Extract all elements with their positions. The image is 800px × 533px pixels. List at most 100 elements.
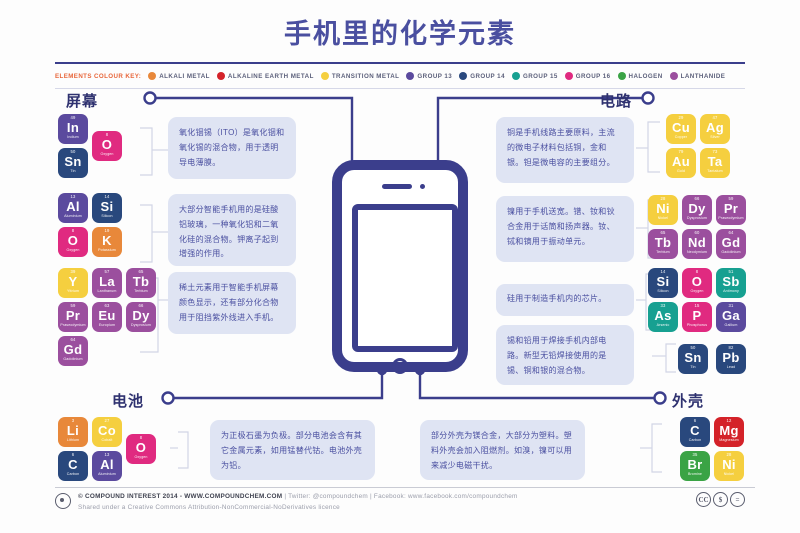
element-tile-p: 15 P Phosphorus — [682, 302, 712, 332]
footer-line-1: © COMPOUND INTEREST 2014 - WWW.COMPOUNDC… — [78, 492, 518, 503]
element-name: Lanthanum — [97, 288, 117, 293]
element-name: Gadolinium — [721, 249, 741, 254]
footer-social[interactable]: | Twitter: @compoundchem | Facebook: www… — [284, 493, 518, 500]
element-name: Yttrium — [66, 288, 80, 293]
key-dot-icon — [216, 72, 225, 80]
element-number: 8 — [139, 435, 143, 440]
footer-text: © COMPOUND INTEREST 2014 - WWW.COMPOUNDC… — [78, 492, 518, 513]
element-number: 14 — [660, 269, 666, 274]
footer-copyright[interactable]: © COMPOUND INTEREST 2014 - WWW.COMPOUNDC… — [78, 493, 283, 500]
element-name: Copper — [674, 134, 688, 139]
element-tile-gd-speaker: 64 Gd Gadolinium — [716, 229, 746, 259]
element-symbol: Gd — [63, 342, 83, 358]
phone-illustration — [332, 160, 468, 374]
element-number: 39 — [70, 269, 76, 274]
bubble-circuit-wiring: 铜是手机线路主要原料，主流的微电子材料包括铜，金和银。钽是微电容的主要组分。 — [496, 117, 634, 183]
element-number: 19 — [104, 228, 110, 233]
footer: © COMPOUND INTEREST 2014 - WWW.COMPOUNDC… — [55, 492, 755, 513]
key-dot-icon — [459, 72, 468, 80]
element-name: Silicon — [101, 213, 113, 218]
element-symbol: Sb — [722, 274, 740, 290]
element-number: 12 — [726, 418, 732, 423]
element-number: 13 — [104, 452, 110, 457]
element-name: Aluminium — [64, 213, 82, 218]
key-item-label: TRANSITION METAL — [331, 72, 400, 80]
element-name: Phosphorus — [686, 322, 708, 327]
element-tile-in: 49 In Indium — [58, 114, 88, 144]
element-tile-tb-screen: 65 Tb Terbium — [126, 268, 156, 298]
element-symbol: Nd — [688, 235, 706, 251]
element-tile-al-glass: 13 Al Aluminium — [58, 193, 88, 223]
element-symbol: Br — [687, 457, 703, 473]
element-name: Neodymium — [686, 249, 708, 254]
cc-badge-icon: CC — [696, 492, 711, 507]
element-symbol: Tb — [132, 274, 150, 290]
phone-screen — [352, 204, 458, 352]
key-item-group-13: GROUP 13 — [406, 72, 452, 80]
element-tile-pr-speaker: 59 Pr Praseodymium — [716, 195, 746, 225]
element-number: 65 — [138, 269, 144, 274]
element-number: 27 — [104, 418, 110, 423]
element-name: Dysprosium — [687, 215, 707, 220]
element-name: Bromine — [687, 471, 703, 476]
element-number: 6 — [71, 452, 75, 457]
element-number: 66 — [138, 303, 144, 308]
element-tile-pb: 82 Pb Lead — [716, 344, 746, 374]
element-symbol: Tb — [654, 235, 672, 251]
element-tile-ag: 47 Ag Silver — [700, 114, 730, 144]
key-dot-icon — [617, 72, 626, 80]
element-name: Gallium — [724, 322, 738, 327]
element-number: 82 — [728, 345, 734, 350]
section-label-battery: 电池 — [112, 393, 145, 410]
cc-nd-badge-icon: = — [730, 492, 745, 507]
element-symbol: La — [99, 274, 115, 290]
element-name: Terbium — [134, 288, 148, 293]
element-tile-y: 39 Y Yttrium — [58, 268, 88, 298]
key-item-alkaline-earth-metal: ALKALINE EARTH METAL — [216, 72, 314, 80]
element-number: 63 — [104, 303, 110, 308]
section-label-screen: 屏幕 — [66, 93, 99, 110]
bubble-case: 部分外壳为镁合金，大部分为塑料。塑料外壳会加入阻燃剂。如溴，镍可以用来减少电磁干… — [420, 420, 585, 480]
element-tile-c-case: 6 C Carbon — [680, 417, 710, 447]
element-name: Lithium — [66, 437, 80, 442]
element-tile-cu: 29 Cu Copper — [666, 114, 696, 144]
element-number: 31 — [728, 303, 734, 308]
element-number: 49 — [70, 115, 76, 120]
element-tile-mg: 12 Mg Magnesium — [714, 417, 744, 447]
key-item-label: GROUP 15 — [522, 72, 558, 80]
element-tile-nd: 60 Nd Neodymium — [682, 229, 712, 259]
element-name: Europium — [98, 322, 116, 327]
element-tile-as: 33 As Arsenic — [648, 302, 678, 332]
element-name: Praseodymium — [718, 215, 744, 220]
element-symbol: Al — [100, 457, 114, 473]
element-tile-gd-screen: 64 Gd Gadolinium — [58, 336, 88, 366]
element-tile-li: 3 Li Lithium — [58, 417, 88, 447]
element-name: Oxygen — [100, 151, 114, 156]
element-tile-dy-screen: 66 Dy Dysprosium — [126, 302, 156, 332]
element-name: Tin — [690, 364, 696, 369]
element-tile-dy-speaker: 66 Dy Dysprosium — [682, 195, 712, 225]
element-tile-la: 57 La Lanthanum — [92, 268, 122, 298]
compound-interest-logo-icon — [55, 493, 71, 509]
element-number: 59 — [70, 303, 76, 308]
element-tile-pr-screen: 59 Pr Praseodymium — [58, 302, 88, 332]
key-dot-icon — [669, 72, 678, 80]
key-item-label: GROUP 16 — [575, 72, 611, 80]
element-tile-sn-solder: 50 Sn Tin — [678, 344, 708, 374]
element-symbol: Co — [98, 423, 116, 439]
element-number: 64 — [70, 337, 76, 342]
footer-licence: Shared under a Creative Commons Attribut… — [78, 503, 340, 511]
key-item-group-16: GROUP 16 — [564, 72, 611, 80]
element-symbol: Sn — [684, 350, 702, 366]
element-symbol: Pb — [722, 350, 740, 366]
element-symbol: O — [67, 233, 79, 249]
section-label-case: 外壳 — [672, 393, 705, 410]
key-item-label: HALOGEN — [628, 72, 663, 80]
element-tile-si-chip: 14 Si Silicon — [648, 268, 678, 298]
key-dot-icon — [148, 72, 157, 80]
phone-camera-icon — [420, 184, 425, 189]
element-name: Cobalt — [101, 437, 113, 442]
element-symbol: Si — [656, 274, 670, 290]
element-number: 50 — [70, 149, 76, 154]
